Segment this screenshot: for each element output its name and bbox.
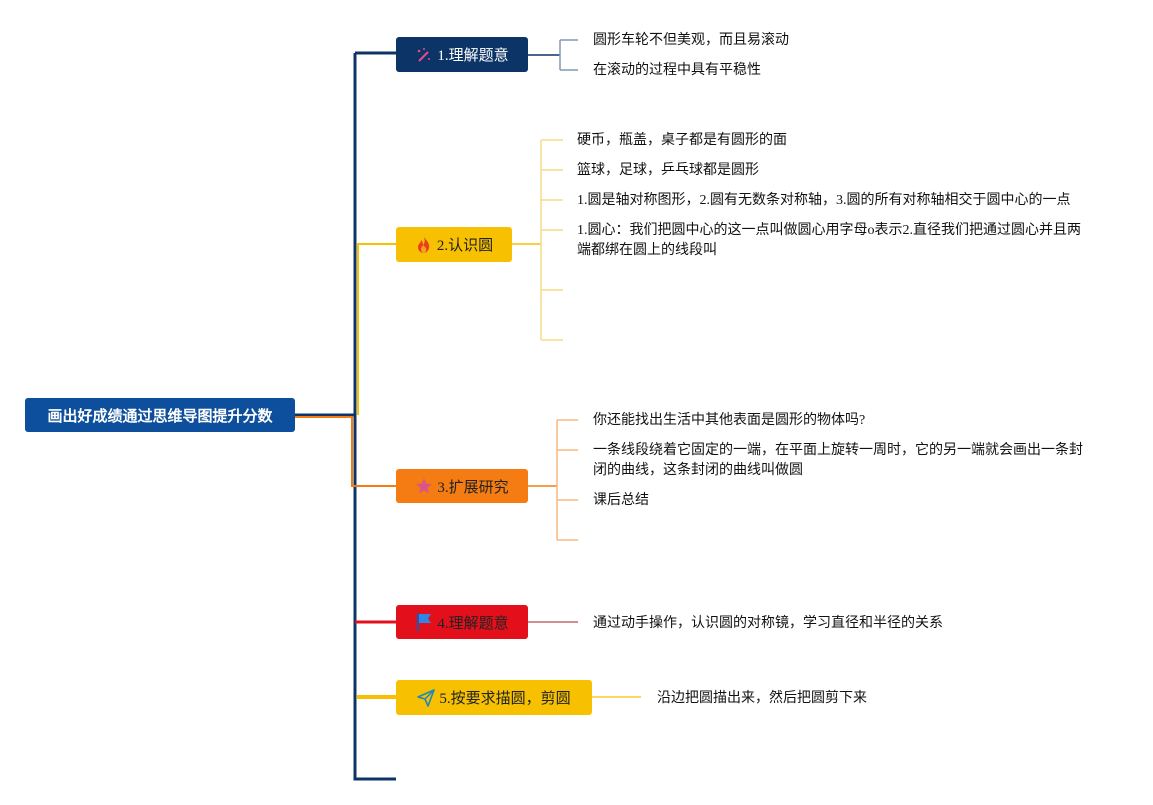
branch-2-leaf[interactable]: 篮球，足球，乒乓球都是圆形 xyxy=(577,163,759,178)
branch-2-leaf[interactable]: 1.圆心：我们把圆中心的这一点叫做圆心用字母o表示2.直径我们把通过圆心并且两端… xyxy=(577,223,1081,258)
flag-icon xyxy=(415,612,433,632)
branch-4-label: 4.理解题意 xyxy=(437,615,509,632)
branch-2-label: 2.认识圆 xyxy=(436,238,494,254)
branch-3-leaf[interactable]: 你还能找出生活中其他表面是圆形的物体吗? xyxy=(593,413,866,428)
branch-5-leaf[interactable]: 沿边把圆描出来，然后把圆剪下来 xyxy=(657,691,867,706)
branch-4-leaf[interactable]: 通过动手操作，认识圆的对称镜，学习直径和半径的关系 xyxy=(593,616,943,631)
branch-5-topic[interactable]: 5.按要求描圆，剪圆 xyxy=(396,680,592,715)
fire-icon xyxy=(415,236,433,254)
magic-wand-icon xyxy=(415,46,433,64)
branch-3-label: 3.扩展研究 xyxy=(437,479,509,496)
paper-plane-icon xyxy=(417,688,436,707)
branch-1-label: 1.理解题意 xyxy=(437,48,509,64)
branch-1-leaf[interactable]: 在滚动的过程中具有平稳性 xyxy=(593,63,761,78)
branch-2-topic[interactable]: 2.认识圆 xyxy=(396,227,512,262)
branch-2-leaf[interactable]: 1.圆是轴对称图形，2.圆有无数条对称轴，3.圆的所有对称轴相交于圆中心的一点 xyxy=(577,193,1071,208)
branch-1-topic[interactable]: 1.理解题意 xyxy=(396,37,528,72)
branch-3-leaf[interactable]: 课后总结 xyxy=(593,493,649,508)
branch-1-leaf[interactable]: 圆形车轮不但美观，而且易滚动 xyxy=(593,33,789,48)
branch-4-topic[interactable]: 4.理解题意 xyxy=(396,605,528,639)
branch-3-topic[interactable]: 3.扩展研究 xyxy=(396,469,528,503)
star-icon xyxy=(415,477,433,495)
root-topic[interactable]: 画出好成绩通过思维导图提升分数 xyxy=(25,398,295,432)
branch-3-leaf[interactable]: 一条线段绕着它固定的一端，在平面上旋转一周时，它的另一端就会画出一条封闭的曲线，… xyxy=(593,443,1083,478)
root-title: 画出好成绩通过思维导图提升分数 xyxy=(47,408,273,425)
branch-5-label: 5.按要求描圆，剪圆 xyxy=(439,691,571,707)
branch-2-leaf[interactable]: 硬币，瓶盖，桌子都是有圆形的面 xyxy=(577,133,787,148)
